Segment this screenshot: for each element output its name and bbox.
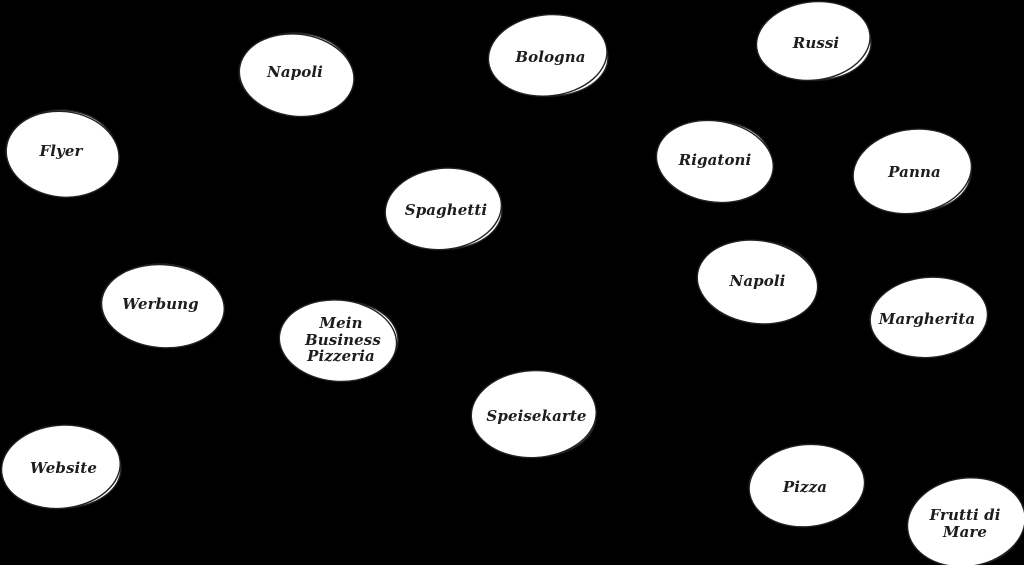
node-ellipse xyxy=(474,373,599,460)
node-ellipse xyxy=(387,169,505,252)
mindmap-node-napoli-right[interactable]: Napoli xyxy=(697,238,818,325)
node-ellipse xyxy=(746,445,864,529)
mindmap-node-spaghetti[interactable]: Spaghetti xyxy=(387,169,505,252)
mindmap-node-margherita[interactable]: Margherita xyxy=(867,278,987,360)
node-ellipse xyxy=(3,426,124,511)
mindmap-node-bologna[interactable]: Bologna xyxy=(490,16,611,99)
node-ellipse xyxy=(697,238,818,325)
mindmap-node-website[interactable]: Website xyxy=(3,426,124,511)
mindmap-node-mein-business-pizzeria[interactable]: Mein Business Pizzeria xyxy=(281,298,401,382)
mindmap-node-pizza[interactable]: Pizza xyxy=(746,445,864,529)
node-ellipse xyxy=(98,261,223,347)
node-ellipse xyxy=(490,16,611,99)
node-ellipse xyxy=(656,118,774,203)
node-ellipse xyxy=(281,298,401,382)
mindmap-node-rigatoni[interactable]: Rigatoni xyxy=(656,118,774,203)
node-ellipse xyxy=(867,278,987,360)
mindmap-node-russi[interactable]: Russi xyxy=(758,3,874,83)
node-ellipse xyxy=(758,3,874,83)
node-ellipse xyxy=(3,107,119,195)
mindmap-node-panna[interactable]: Panna xyxy=(855,130,974,215)
node-ellipse xyxy=(236,30,354,115)
node-ellipse xyxy=(905,479,1024,565)
mindmap-node-speisekarte[interactable]: Speisekarte xyxy=(474,373,599,460)
mindmap-node-werbung[interactable]: Werbung xyxy=(98,261,223,347)
node-ellipse xyxy=(855,130,974,215)
mindmap-node-frutti-di-mare[interactable]: Frutti di Mare xyxy=(905,479,1024,565)
mindmap-node-flyer[interactable]: Flyer xyxy=(3,107,119,195)
mindmap-node-napoli-top[interactable]: Napoli xyxy=(236,30,354,115)
